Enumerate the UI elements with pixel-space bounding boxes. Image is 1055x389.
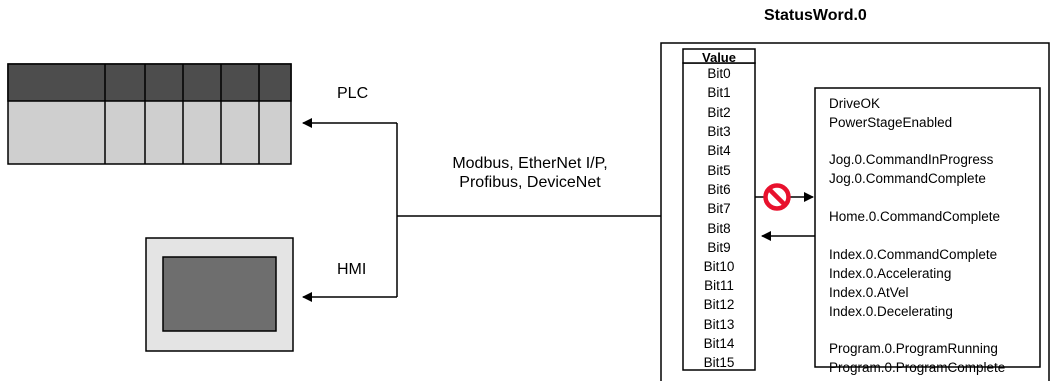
status-index-command-complete: Index.0.CommandComplete	[829, 247, 998, 262]
status-power-stage-enabled: PowerStageEnabled	[829, 115, 953, 130]
network-lines	[302, 118, 661, 302]
protocol-line-2: Profibus, DeviceNet	[459, 174, 601, 191]
bit-15: Bit15	[703, 355, 735, 370]
bit-11: Bit11	[704, 278, 734, 293]
bit-10: Bit10	[703, 259, 735, 274]
status-index-at-vel: Index.0.AtVel	[829, 285, 909, 300]
plc-rack	[7, 63, 292, 165]
statusword-title: StatusWord.0	[764, 7, 867, 24]
bit-14: Bit14	[703, 336, 735, 351]
status-jog-command-complete: Jog.0.CommandComplete	[829, 171, 986, 186]
status-drive-ok: DriveOK	[829, 96, 881, 111]
hmi-label: HMI	[337, 261, 367, 278]
value-header-box	[682, 48, 756, 64]
bit-13: Bit13	[703, 317, 735, 332]
status-program-running: Program.0.ProgramRunning	[829, 341, 998, 356]
status-index-accelerating: Index.0.Accelerating	[829, 266, 952, 281]
bit-4: Bit4	[707, 143, 731, 158]
bit-9: Bit9	[707, 240, 731, 255]
bit-3: Bit3	[707, 124, 731, 139]
value-header: Value	[702, 50, 736, 65]
bit-5: Bit5	[707, 163, 731, 178]
bit-2: Bit2	[707, 105, 731, 120]
bit-6: Bit6	[707, 182, 731, 197]
bit-7: Bit7	[707, 201, 731, 216]
bit-1: Bit1	[707, 85, 731, 100]
status-list-box	[814, 87, 1041, 368]
protocol-line-1: Modbus, EtherNet I/P,	[452, 155, 608, 172]
protocol-label: Modbus, EtherNet I/P, Profibus, DeviceNe…	[412, 154, 648, 192]
drive-outline	[660, 42, 1050, 381]
status-jog-command-in-progress: Jog.0.CommandInProgress	[829, 152, 994, 167]
status-index-decelerating: Index.0.Decelerating	[829, 304, 953, 319]
prohibited-icon	[763, 183, 791, 211]
hmi-panel	[145, 237, 294, 352]
bit-12: Bit12	[703, 297, 735, 312]
value-column-box	[682, 62, 756, 371]
bit-8: Bit8	[707, 221, 731, 236]
plc-label: PLC	[337, 85, 369, 102]
status-program-complete: Program.0.ProgramComplete	[829, 360, 1006, 375]
bit-0: Bit0	[707, 66, 731, 81]
status-home-command-complete: Home.0.CommandComplete	[829, 209, 1001, 224]
